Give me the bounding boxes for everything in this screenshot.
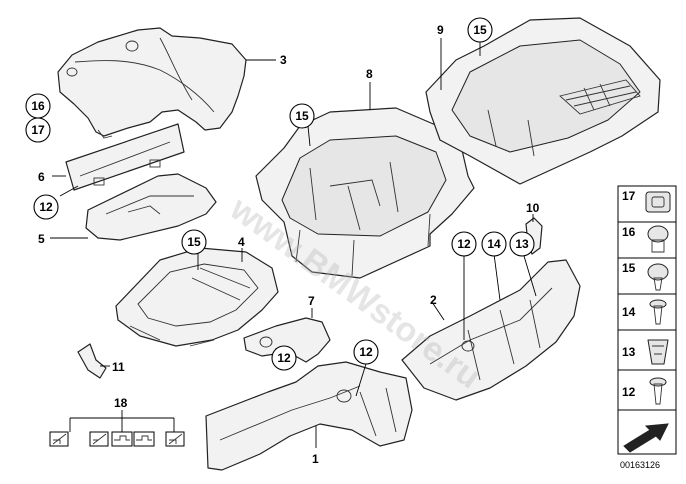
- circled-ref-12-trim: 12: [271, 345, 297, 371]
- expanding-rivet-icon: [649, 299, 667, 325]
- part-8-storage-box: [255, 107, 475, 279]
- circled-ref-15-tray: 15: [181, 229, 207, 255]
- svg-text:13: 13: [515, 237, 529, 251]
- callout-10: 10: [526, 201, 540, 215]
- part-6-bracket-strip: [65, 123, 185, 191]
- svg-text:17: 17: [31, 123, 45, 137]
- part-7-trim-piece: [243, 317, 331, 363]
- clip-nut-icon: [645, 191, 671, 213]
- part-1-side-trim: [205, 361, 413, 471]
- spring-clip-icon: [647, 339, 669, 365]
- callout-1: 1: [312, 452, 319, 466]
- circled-ref-14: 14: [481, 231, 507, 257]
- svg-text:12: 12: [39, 200, 53, 214]
- legend-label-17: 17: [622, 189, 636, 203]
- part-11-clip: [77, 343, 107, 379]
- legend-label-15: 15: [622, 261, 636, 275]
- part-9-spare-box: [425, 17, 661, 185]
- circled-ref-15-spare: 15: [467, 17, 493, 43]
- part-3-trim-panel: [57, 27, 247, 139]
- svg-text:15: 15: [295, 109, 309, 123]
- rivet-icon: [649, 377, 667, 405]
- symbol-strip-18: [49, 431, 185, 447]
- svg-text:12: 12: [359, 345, 373, 359]
- circled-ref-12-side: 12: [353, 339, 379, 365]
- circled-ref-17: 17: [25, 117, 51, 143]
- legend-label-12: 12: [622, 385, 636, 399]
- callout-4: 4: [238, 235, 245, 249]
- callout-3: 3: [280, 53, 287, 67]
- circled-ref-13: 13: [509, 231, 535, 257]
- round-clip-icon: [647, 225, 669, 253]
- svg-text:12: 12: [277, 351, 291, 365]
- circled-ref-15-box: 15: [289, 103, 315, 129]
- svg-text:15: 15: [187, 235, 201, 249]
- circled-ref-12-arch: 12: [451, 231, 477, 257]
- callout-5: 5: [38, 232, 45, 246]
- document-number: 00163126: [620, 460, 660, 470]
- svg-text:12: 12: [457, 237, 471, 251]
- callout-18: 18: [114, 396, 128, 410]
- part-5-floor-mat: [85, 173, 217, 241]
- callout-2: 2: [430, 293, 437, 307]
- svg-text:16: 16: [31, 99, 45, 113]
- callout-9: 9: [437, 23, 444, 37]
- legend-label-16: 16: [622, 225, 636, 239]
- leader-lines: [50, 38, 537, 448]
- fastener-legend: 17 16 15 14 13 12: [617, 185, 677, 455]
- callout-8: 8: [366, 67, 373, 81]
- callout-7: 7: [308, 294, 315, 308]
- circled-ref-12-left: 12: [33, 194, 59, 220]
- callout-11: 11: [112, 360, 125, 374]
- legend-label-13: 13: [622, 345, 636, 359]
- arrow-icon: [623, 423, 669, 453]
- svg-text:14: 14: [487, 237, 501, 251]
- legend-label-14: 14: [622, 305, 636, 319]
- circled-ref-16: 16: [25, 93, 51, 119]
- callout-6: 6: [38, 170, 45, 184]
- part-4-tray: [115, 247, 279, 347]
- svg-text:15: 15: [473, 23, 487, 37]
- expanding-clip-icon: [647, 263, 669, 291]
